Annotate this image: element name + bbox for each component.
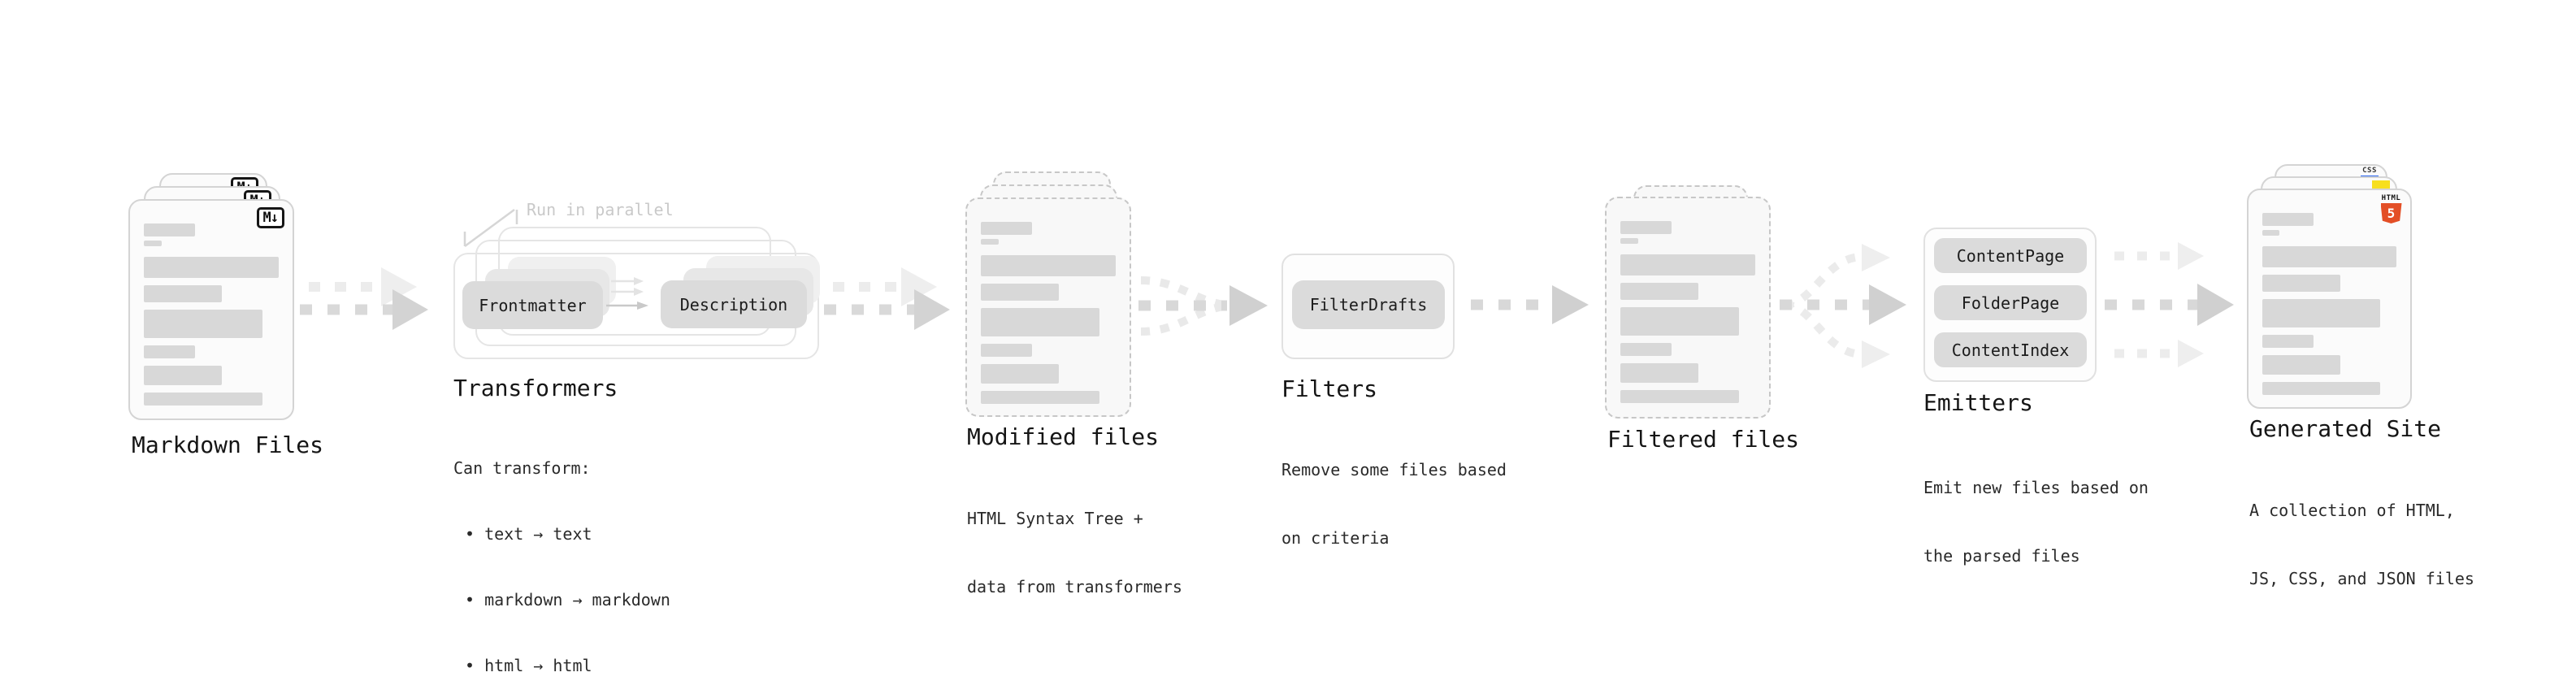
placeholder-bar (981, 222, 1033, 235)
placeholder-bar (981, 391, 1100, 404)
placeholder-bar (1620, 343, 1672, 356)
file-content-skeleton (2262, 213, 2396, 395)
placeholder-bar (981, 255, 1116, 276)
html5-icon-shield: 5 (2380, 203, 2402, 223)
placeholder-bar (144, 310, 263, 338)
description-line: HTML Syntax Tree + (967, 509, 1143, 528)
placeholder-bar (981, 344, 1033, 357)
placeholder-bar (144, 345, 196, 358)
description-line: • html → html (465, 656, 592, 675)
placeholder-bar (144, 366, 223, 385)
generated-site-description: A collection of HTML, JS, CSS, and JSON … (2249, 453, 2474, 635)
emitters-description: Emit new files based on the parsed files (1923, 431, 2149, 613)
filter-node-filterdrafts: FilterDrafts (1292, 280, 1445, 329)
placeholder-bar (1620, 238, 1638, 244)
arrow-markdown-to-transformers (300, 267, 428, 330)
placeholder-bar (144, 223, 196, 236)
file-content-skeleton (981, 222, 1116, 404)
file-content-skeleton (144, 223, 279, 406)
file-content-skeleton (1620, 221, 1755, 403)
markdown-icon: M↓ (256, 207, 284, 228)
arrow-emitters-to-generated (2105, 242, 2234, 367)
description-line: Emit new files based on (1923, 478, 2149, 497)
placeholder-bar (144, 285, 223, 302)
filters-description: Remove some files based on criteria (1281, 413, 1507, 595)
transformers-title: Transformers (453, 375, 618, 401)
description-line: A collection of HTML, (2249, 501, 2455, 520)
placeholder-bar (1620, 363, 1699, 383)
transformer-frame-front (453, 253, 819, 359)
description-line: Remove some files based (1281, 460, 1507, 479)
modified-files-title: Modified files (967, 423, 1160, 450)
run-in-parallel-label: Run in parallel (527, 200, 674, 219)
placeholder-bar (2262, 213, 2314, 226)
description-line: on criteria (1281, 528, 1390, 548)
html5-icon-label: HTML (2381, 194, 2401, 202)
html5-icon-number: 5 (2387, 205, 2396, 221)
arrow-filtered-to-emitters (1780, 244, 1906, 368)
generated-file-card-html: HTML 5 (2247, 189, 2412, 409)
placeholder-bar (981, 364, 1060, 384)
markdown-file-card-front: M↓ (128, 199, 294, 420)
filtered-file-card-front (1605, 197, 1771, 419)
placeholder-bar (1620, 254, 1755, 275)
description-line: • text → text (465, 524, 592, 544)
filtered-files-title: Filtered files (1607, 426, 1800, 453)
placeholder-bar (2262, 299, 2381, 327)
placeholder-bar (2262, 335, 2314, 348)
placeholder-bar (981, 308, 1100, 336)
filters-title: Filters (1281, 375, 1378, 402)
arrow-frontmatter-to-description (606, 277, 648, 310)
transformer-node-description: Description (661, 280, 807, 328)
placeholder-bar (1620, 390, 1740, 403)
placeholder-bar (1620, 307, 1740, 336)
emitter-node-contentindex: ContentIndex (1934, 332, 2087, 367)
placeholder-bar (2262, 355, 2340, 375)
placeholder-bar (144, 241, 162, 246)
modified-files-description: HTML Syntax Tree + data from transformer… (967, 462, 1182, 644)
placeholder-bar (2262, 246, 2396, 267)
arrow-filters-to-filtered (1471, 285, 1589, 324)
placeholder-bar (144, 257, 279, 278)
placeholder-bar (2262, 382, 2381, 395)
description-line: JS, CSS, and JSON files (2249, 569, 2474, 588)
description-line: data from transformers (967, 577, 1182, 596)
html5-icon: HTML 5 (2380, 194, 2402, 223)
arrow-transformers-to-modified (824, 267, 950, 330)
css-icon-label: CSS (2362, 167, 2377, 175)
modified-file-card-front (965, 197, 1131, 417)
placeholder-bar (2262, 230, 2280, 236)
generated-site-title: Generated Site (2249, 415, 2442, 442)
emitter-node-contentpage: ContentPage (1934, 238, 2087, 273)
description-line: Can transform: (453, 458, 591, 478)
placeholder-bar (1620, 221, 1672, 234)
description-line: the parsed files (1923, 546, 2080, 566)
emitter-node-folderpage: FolderPage (1934, 285, 2087, 320)
placeholder-bar (981, 239, 999, 245)
placeholder-bar (2262, 275, 2340, 292)
arrow-modified-to-filters (1138, 276, 1268, 336)
run-in-parallel-bracket (463, 208, 518, 248)
description-line: • markdown → markdown (465, 590, 670, 609)
placeholder-bar (144, 393, 263, 406)
markdown-files-title: Markdown Files (132, 432, 324, 458)
transformers-description: Can transform: • text → text • markdown … (453, 414, 670, 681)
emitters-title: Emitters (1923, 389, 2033, 416)
placeholder-bar (1620, 283, 1699, 300)
placeholder-bar (981, 284, 1060, 301)
transformer-node-frontmatter: Frontmatter (462, 281, 603, 329)
